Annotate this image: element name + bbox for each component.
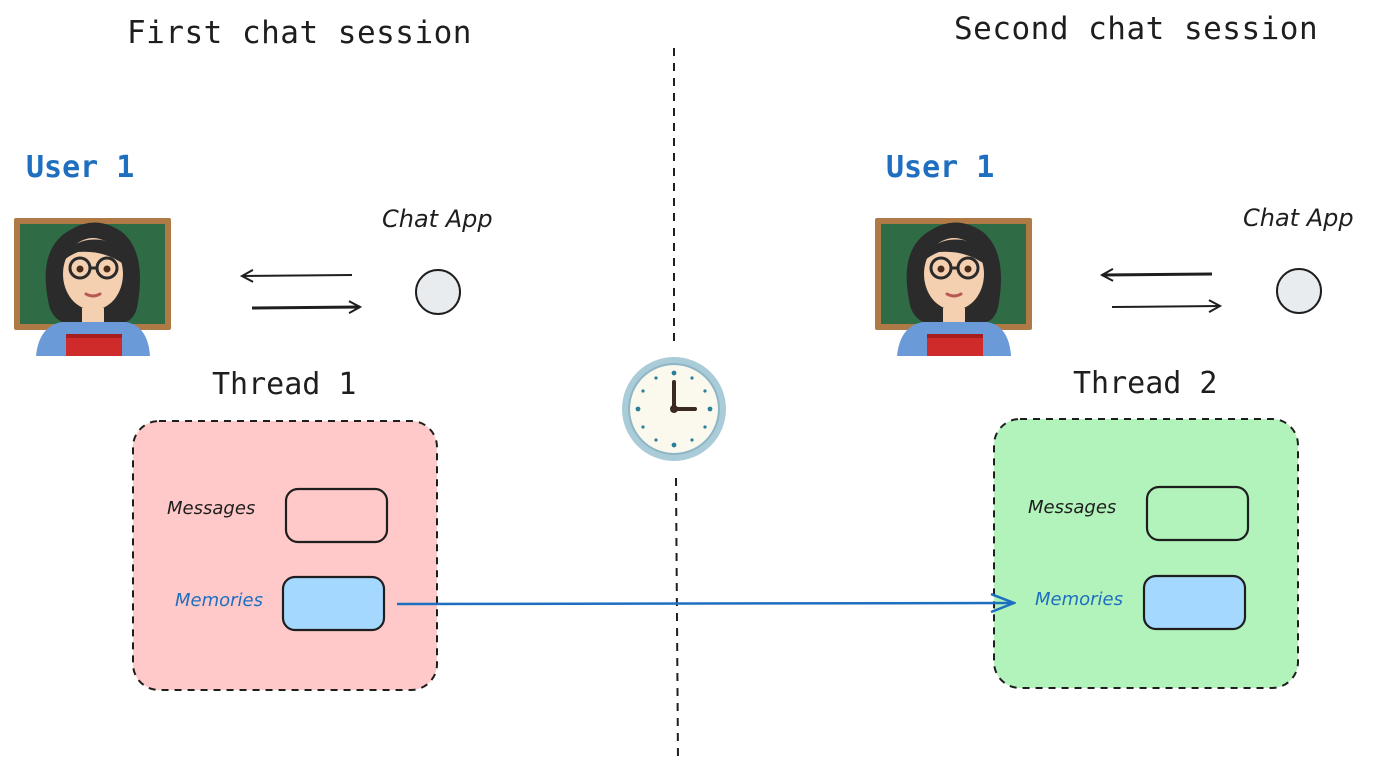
- thread-label-right: Thread 2: [1073, 366, 1218, 401]
- memories-box-left: [281, 575, 386, 632]
- clock-icon: [622, 357, 726, 461]
- memories-box-right: [1142, 574, 1247, 631]
- chat-app-node-icon: [1276, 268, 1322, 314]
- thread-1-container: [132, 420, 438, 691]
- session-title-right: Second chat session: [954, 11, 1319, 47]
- session-title-left: First chat session: [127, 15, 472, 51]
- user-label-right: User 1: [886, 150, 995, 185]
- messages-label-right: Messages: [1028, 497, 1117, 518]
- teacher-avatar-icon: [14, 218, 171, 356]
- chat-app-label-right: Chat App: [1243, 204, 1354, 232]
- request-arrow-left: [251, 307, 360, 308]
- chat-app-node-icon: [415, 269, 461, 315]
- session-divider-bottom: [675, 477, 679, 761]
- thread-2-container: [993, 418, 1299, 689]
- chat-app-label-left: Chat App: [382, 205, 493, 233]
- memories-label-right: Memories: [1035, 589, 1124, 610]
- thread-label-left: Thread 1: [212, 367, 357, 402]
- response-arrow-left: [242, 275, 353, 276]
- user-label-left: User 1: [26, 150, 135, 185]
- teacher-avatar-icon: [875, 218, 1032, 356]
- memories-label-left: Memories: [175, 590, 264, 611]
- messages-box-left: [284, 487, 389, 544]
- messages-box-right: [1145, 485, 1250, 542]
- response-arrow-right: [1102, 274, 1213, 275]
- messages-label-left: Messages: [167, 498, 256, 519]
- request-arrow-right: [1111, 306, 1220, 307]
- memory-transfer-arrow: [396, 603, 1014, 604]
